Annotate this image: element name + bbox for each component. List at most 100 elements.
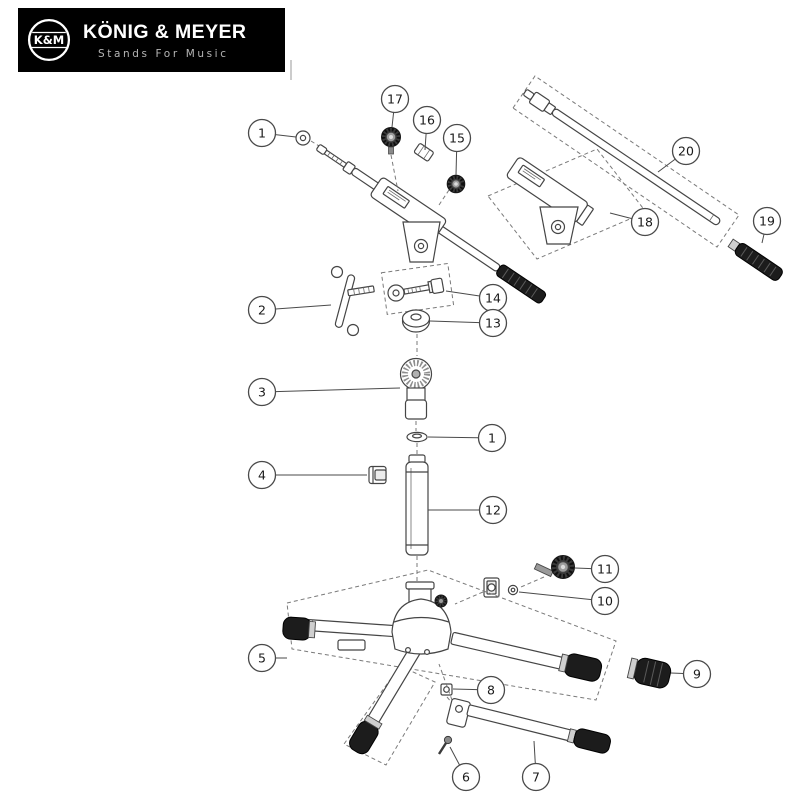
callout-16: 16	[412, 105, 442, 135]
part-3-swivel-joint	[399, 357, 433, 420]
front-leg-kit-outline	[343, 665, 436, 766]
callout-leader-15	[455, 151, 458, 176]
part-10-washer	[507, 584, 519, 596]
callout-leader-11	[574, 567, 592, 570]
callout-1: 1	[477, 423, 507, 453]
part-11-knob	[533, 555, 575, 579]
kit-outline-part-20	[512, 75, 740, 248]
callout-6: 6	[451, 762, 481, 792]
assembly-dashed-line	[438, 189, 450, 206]
base-kit-outline	[286, 569, 617, 701]
callout-2: 2	[247, 295, 277, 325]
callout-leader-19	[761, 234, 765, 244]
assembly-dashed-line	[438, 663, 453, 701]
svg-text:11: 11	[597, 561, 613, 576]
callout-leader-2	[275, 304, 332, 310]
callout-leader-17	[391, 112, 395, 128]
km-logo-block: K&M KÖNIG & MEYER Stands For Music	[18, 8, 285, 72]
base-hub	[391, 581, 452, 655]
left-leg-plate	[337, 639, 366, 651]
svg-text:15: 15	[449, 130, 465, 145]
callout-9: 9	[682, 659, 712, 689]
svg-text:19: 19	[759, 213, 775, 228]
svg-text:4: 4	[258, 467, 266, 482]
callout-14: 14	[478, 283, 508, 313]
front-leg-foot	[349, 714, 383, 755]
callout-20: 20	[671, 136, 701, 166]
callout-leader-6	[449, 746, 461, 766]
svg-text:1: 1	[488, 430, 496, 445]
part-12-riser-tube	[405, 454, 429, 556]
part-9-foot-cap	[626, 657, 672, 689]
callout-5: 5	[247, 643, 277, 673]
left-leg-tube	[302, 618, 404, 638]
callout-leader-10	[518, 591, 592, 601]
svg-text:3: 3	[258, 384, 266, 399]
boom-arm-assembly	[316, 144, 547, 304]
svg-text:8: 8	[487, 682, 495, 697]
svg-text:2: 2	[258, 302, 266, 317]
callout-17: 17	[380, 84, 410, 114]
part-17-knob	[381, 127, 401, 155]
svg-text:1: 1	[258, 125, 266, 140]
callout-12: 12	[478, 495, 508, 525]
part-19-counterweight	[727, 238, 783, 281]
callout-leader-8	[452, 688, 478, 691]
boom-clamp-bracket	[402, 221, 441, 263]
svg-text:14: 14	[485, 290, 501, 305]
callout-leader-3	[275, 387, 401, 393]
part-18-clamp	[506, 157, 594, 245]
callout-18: 18	[630, 207, 660, 237]
svg-text:13: 13	[485, 315, 501, 330]
callout-leader-1	[275, 134, 297, 138]
part-16-insert	[413, 143, 434, 162]
km-circle-emblem: K&M	[27, 18, 71, 62]
callout-leader-13	[429, 320, 480, 324]
part-10-nut-block	[483, 577, 500, 598]
part-5-base-assembly	[282, 581, 603, 755]
part-2-t-screw	[330, 265, 375, 337]
callout-leader-7	[533, 740, 536, 764]
brand-text-block: KÖNIG & MEYER Stands For Music	[83, 21, 246, 60]
callout-1: 1	[247, 118, 277, 148]
right-leg-tube	[450, 631, 579, 673]
right-leg-foot	[558, 653, 603, 682]
part-6-screw	[437, 735, 453, 755]
part-4-clip	[368, 465, 387, 485]
callout-leader-16	[424, 133, 427, 151]
kit-outline-part-14	[380, 262, 455, 315]
assembly-dashed-line	[390, 154, 399, 192]
svg-text:10: 10	[597, 593, 613, 608]
svg-text:7: 7	[532, 769, 540, 784]
emblem-ring	[27, 18, 71, 62]
left-leg-foot	[282, 616, 317, 641]
part-1-washer-mid	[406, 431, 428, 443]
assembly-dashed-line	[454, 591, 484, 605]
svg-text:9: 9	[693, 666, 701, 681]
part-13-disc-washer	[401, 309, 431, 333]
assembly-dashed-line	[446, 696, 453, 704]
callout-8: 8	[476, 675, 506, 705]
callout-11: 11	[590, 554, 620, 584]
svg-text:20: 20	[678, 143, 694, 158]
svg-text:12: 12	[485, 502, 501, 517]
boom-grip	[496, 264, 547, 304]
assembly-dashed-line	[310, 140, 320, 147]
svg-text:16: 16	[419, 112, 435, 127]
callout-leader-14	[445, 290, 480, 297]
callout-7: 7	[521, 762, 551, 792]
part-20-extension-tube	[523, 89, 721, 226]
svg-text:5: 5	[258, 650, 266, 665]
callout-13: 13	[478, 308, 508, 338]
callout-leader-18	[609, 212, 633, 220]
svg-text:17: 17	[387, 91, 403, 106]
callout-leader-9	[670, 672, 684, 674]
svg-text:6: 6	[462, 769, 470, 784]
part-14-bolt	[403, 277, 445, 295]
assembly-dashed-line	[520, 576, 545, 588]
callout-leader-1	[427, 436, 479, 439]
callout-leader-20	[657, 158, 676, 173]
emblem-text: K&M	[34, 33, 64, 47]
